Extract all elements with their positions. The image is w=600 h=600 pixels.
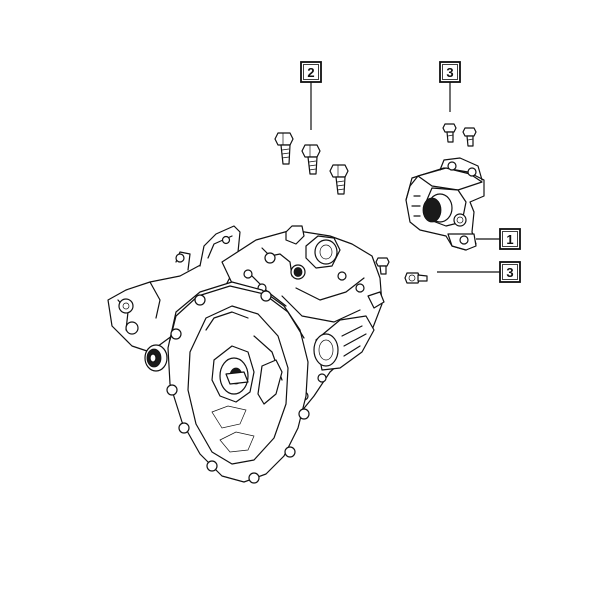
callout-3-top-label: 3	[446, 65, 453, 80]
bolt-icon[interactable]	[375, 257, 390, 275]
callout-1-label: 1	[506, 232, 513, 247]
callout-3-side-label: 3	[506, 265, 513, 280]
callout-3-top[interactable]: 3	[439, 61, 461, 83]
transmission-housing[interactable]	[107, 225, 385, 484]
bolt-icon[interactable]	[462, 127, 477, 147]
bolt-icon[interactable]	[301, 144, 321, 175]
bolt-icon[interactable]	[329, 164, 349, 195]
callout-1[interactable]: 1	[499, 228, 521, 250]
callout-2-label: 2	[307, 65, 314, 80]
callout-2[interactable]: 2	[300, 61, 322, 83]
bolt-icon[interactable]	[442, 123, 457, 143]
transmission-mount[interactable]	[405, 157, 485, 251]
bolt-icon[interactable]	[404, 272, 428, 284]
bolt-icon[interactable]	[274, 132, 294, 165]
callout-3-side[interactable]: 3	[499, 261, 521, 283]
